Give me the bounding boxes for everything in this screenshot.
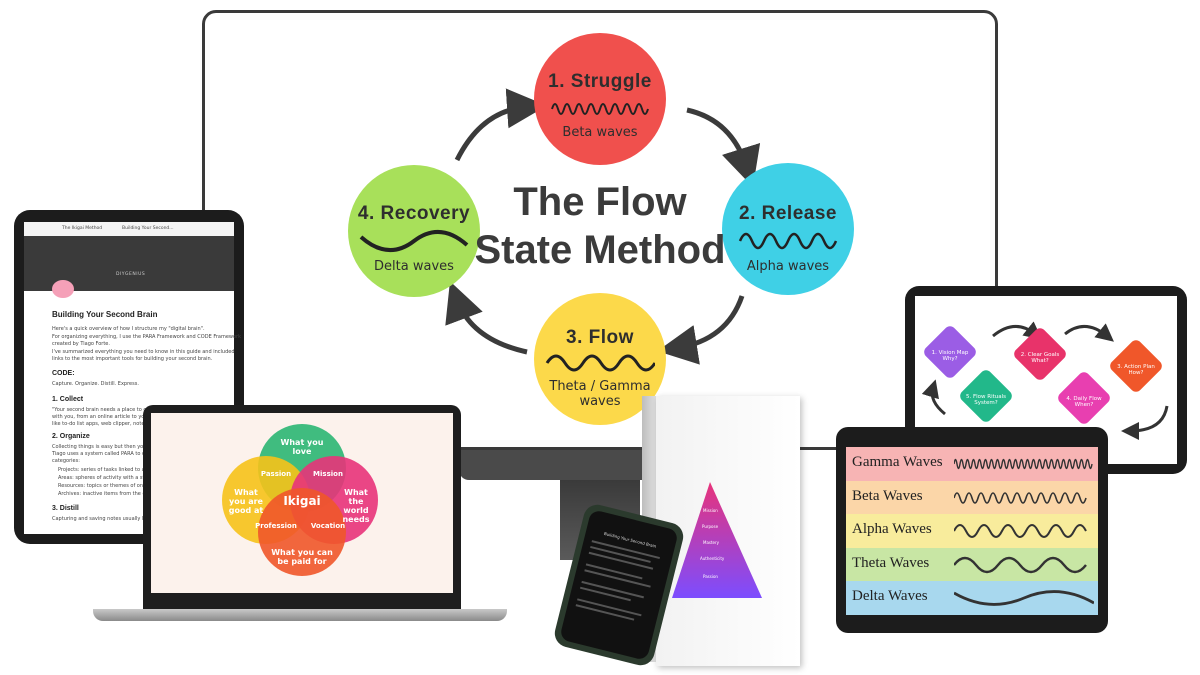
ikigai-love-label: What you love	[280, 438, 324, 456]
bullet-item: Projects: series of tasks linked to a go…	[58, 467, 165, 473]
brainwaves-chart: Gamma Waves Beta Waves Alpha Waves Theta…	[846, 447, 1098, 615]
flow-method-title: The Flow State Method	[470, 178, 730, 274]
tablet-left-screen: The Ikigai Method Building Your Second..…	[24, 222, 234, 534]
band-label: Alpha Waves	[852, 521, 932, 538]
band-label: Beta Waves	[852, 487, 923, 504]
stage-wave: Alpha waves	[746, 259, 830, 274]
browser-tab-1[interactable]: The Ikigai Method	[62, 226, 103, 231]
theta-wave-icon	[545, 354, 657, 372]
stage-release: 2. Release Alpha waves	[722, 163, 854, 295]
stage-title: 2. Release	[739, 203, 837, 224]
arrow-recovery-to-struggle	[454, 88, 547, 162]
delta-wave-icon	[359, 230, 469, 252]
bullet-item: Resources: topics or themes of ongoing i…	[58, 483, 164, 489]
browser-tab-2[interactable]: Building Your Second...	[122, 226, 174, 231]
alpha-wave-icon	[738, 232, 838, 250]
distill-heading: 3. Distill	[52, 505, 79, 512]
arrow-release-to-flow	[657, 295, 745, 365]
code-sub: Capture. Organize. Distill. Express.	[52, 381, 139, 387]
article-heading: Building Your Second Brain	[52, 310, 158, 319]
ikigai-center-label: Ikigai	[283, 494, 321, 508]
alpha-wave-icon	[954, 524, 1087, 539]
stage-wave-line2: waves	[579, 394, 621, 409]
article-line: like to-do list apps, web clipper, note …	[52, 421, 167, 427]
code-heading: CODE:	[52, 370, 75, 377]
theta-wave-icon	[954, 556, 1087, 573]
collect-heading: 1. Collect	[52, 396, 84, 403]
article-line: I've summarized everything you need to k…	[52, 349, 235, 355]
stage-recovery: 4. Recovery Delta waves	[348, 165, 480, 297]
pyramid-graphic	[672, 482, 762, 598]
flow-cycle-arrows	[445, 88, 761, 365]
pyramid-level: Purpose	[702, 524, 719, 529]
article-line: Capturing and saving notes usually leads…	[52, 516, 168, 522]
alpha-band: Alpha Waves	[846, 514, 1098, 548]
stage-title: 1. Struggle	[548, 71, 652, 92]
article-line: with you, from an online article to your…	[52, 414, 171, 420]
band-label: Delta Waves	[852, 588, 928, 605]
article-line: "Your second brain needs a place to coll…	[52, 407, 168, 413]
vision-steps-arrows	[921, 321, 1169, 440]
bullet-item: Areas: spheres of activity with a standa…	[58, 475, 163, 481]
arrow-flow-to-recovery	[445, 281, 528, 355]
brain-icon	[52, 280, 74, 298]
article-line: created by Tiago Forte.	[52, 341, 110, 347]
stage-struggle: 1. Struggle Beta waves	[534, 33, 666, 165]
ikigai-world-label: What the world needs	[342, 488, 370, 524]
delta-band: Delta Waves	[846, 581, 1098, 615]
stage-wave-line1: Theta / Gamma	[549, 379, 651, 394]
stage-wave: Theta / Gamma waves	[534, 379, 666, 409]
stage-wave: Beta waves	[562, 125, 638, 140]
ikigai-good-label: What you are good at	[228, 488, 264, 515]
stage-wave: Delta waves	[374, 259, 454, 274]
site-brand: DIYGENIUS	[116, 272, 146, 277]
laptop-base	[93, 609, 507, 621]
ikigai-profession-label: Profession	[255, 522, 297, 530]
stage-title: 4. Recovery	[357, 203, 471, 224]
bullet-item: Archives: inactive items from the other …	[58, 491, 165, 497]
beta-wave-icon	[954, 491, 1087, 504]
gamma-wave-icon	[954, 458, 1093, 470]
pyramid-level: Mission	[703, 508, 718, 513]
stage-title: 3. Flow	[566, 327, 634, 348]
pyramid-level: Mastery	[703, 540, 720, 545]
article-line: For organizing everything, I use the PAR…	[52, 334, 241, 340]
organize-heading: 2. Organize	[52, 433, 90, 440]
article-line: Tiago uses a system called PARA to organ…	[52, 451, 164, 457]
ikigai-paid-label: What you can be paid for	[271, 548, 333, 566]
beta-band: Beta Waves	[846, 480, 1098, 515]
band-label: Theta Waves	[852, 554, 930, 571]
theta-band: Theta Waves	[846, 547, 1098, 582]
pyramid-level: Passion	[703, 574, 718, 579]
browser-tabbar: The Ikigai Method Building Your Second..…	[24, 222, 234, 236]
ikigai-paid-circle	[258, 488, 346, 576]
article-line: Collecting things is easy but then you n…	[52, 444, 168, 450]
pyramid-level: Authenticity	[700, 556, 725, 561]
stage-flow: 3. Flow Theta / Gamma waves	[534, 293, 666, 425]
band-label: Gamma Waves	[852, 454, 943, 470]
ikigai-passion-label: Passion	[260, 470, 292, 478]
ikigai-vocation-label: Vocation	[310, 522, 346, 530]
arrow-struggle-to-release	[686, 107, 761, 188]
article-line: categories:	[52, 458, 80, 464]
title-line1: The Flow	[513, 180, 687, 224]
delta-wave-icon	[954, 590, 1094, 607]
gamma-band: Gamma Waves	[846, 447, 1098, 481]
ikigai-mission-label: Mission	[313, 470, 343, 478]
beta-wave-icon	[551, 103, 649, 115]
title-line2: State Method	[474, 228, 726, 272]
article-line: links to the most important tools for bu…	[52, 356, 213, 362]
article-intro: Here's a quick overview of how I structu…	[52, 326, 205, 332]
